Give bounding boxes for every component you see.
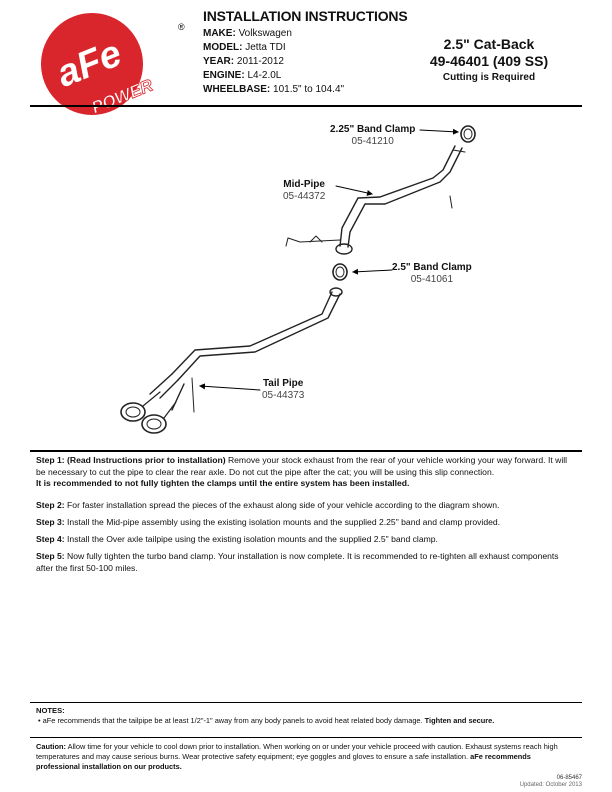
caution-divider: [30, 737, 582, 738]
spec-value: Volkswagen: [238, 28, 292, 39]
notes-heading: NOTES:: [36, 706, 65, 715]
step-label: Step 4:: [36, 534, 65, 544]
part-name: Tail Pipe: [262, 378, 304, 389]
spec-label: MAKE:: [203, 28, 236, 39]
step-label: Step 5:: [36, 551, 65, 561]
clamp-25-arrow: [352, 268, 393, 275]
mid-pipe-arrow: [335, 185, 373, 196]
spec-label: ENGINE:: [203, 70, 245, 81]
step-text: Install the Over axle tailpipe using the…: [64, 534, 438, 544]
spec-value: L4-2.0L: [247, 70, 282, 81]
step-warning: It is recommended to not fully tighten t…: [36, 478, 410, 488]
part-number: 05-41061: [410, 274, 454, 285]
step-1: Step 1: (Read Instructions prior to inst…: [36, 455, 576, 490]
afe-power-logo: aFe POWER ®: [39, 11, 185, 118]
header-divider: [30, 105, 582, 107]
document-number: 06-85467: [556, 775, 582, 781]
cutting-note: Cutting is Required: [442, 72, 536, 83]
step-2: Step 2: For faster installation spread t…: [36, 500, 576, 512]
clamp-225-icon: [460, 125, 476, 143]
step-5: Step 5: Now fully tighten the turbo band…: [36, 551, 576, 574]
label-clamp-25: 2.5" Band Clamp 05-41061: [392, 262, 472, 286]
part-name: 2.25" Band Clamp: [330, 124, 416, 135]
part-number: 49-46401 (409 SS): [429, 53, 549, 69]
tail-pipe-arrow: [199, 383, 261, 391]
exhaust-diagram: [120, 125, 476, 434]
step-text: Remove your stock exhaust from the rear …: [36, 455, 568, 477]
part-name: Mid-Pipe: [283, 179, 325, 190]
step-text: For faster installation spread the piece…: [64, 500, 500, 510]
label-mid-pipe: Mid-Pipe 05-44372: [283, 179, 325, 203]
part-number: 05-44372: [283, 191, 326, 202]
spec-value: 2011-2012: [236, 56, 284, 67]
step-label: Step 1:: [36, 455, 65, 465]
step-text: Now fully tighten the turbo band clamp. …: [36, 551, 559, 573]
updated-date: Updated: October 2013: [519, 782, 582, 788]
step-label: Step 3:: [36, 517, 65, 527]
registered-mark: ®: [178, 22, 185, 32]
step-lead: (Read Instructions prior to installation…: [67, 455, 226, 465]
caution-text: Allow time for your vehicle to cool down…: [36, 742, 558, 761]
bullet-icon: •: [38, 716, 41, 725]
spec-make: MAKE: Volkswagen: [203, 27, 292, 40]
product-name: 2.5" Cat-Back: [443, 36, 535, 52]
spec-value: Jetta TDI: [245, 42, 286, 53]
spec-label: MODEL:: [203, 42, 243, 53]
caution-emphasis: aFe recommends professional installation…: [36, 752, 531, 771]
spec-wheelbase: WHEELBASE: 101.5" to 104.4": [203, 83, 344, 96]
note-emphasis: Tighten and secure.: [422, 716, 495, 725]
note-item: • aFe recommends that the tailpipe be at…: [38, 716, 578, 725]
notes-divider: [30, 702, 582, 703]
diagram-divider: [30, 450, 582, 452]
step-4: Step 4: Install the Over axle tailpipe u…: [36, 534, 576, 546]
spec-year: YEAR: 2011-2012: [203, 55, 284, 68]
step-3: Step 3: Install the Mid-pipe assembly us…: [36, 517, 576, 529]
label-tail-pipe: Tail Pipe 05-44373: [262, 378, 304, 402]
spec-engine: ENGINE: L4-2.0L: [203, 69, 281, 82]
tail-pipe-icon: [120, 287, 343, 434]
note-text: aFe recommends that the tailpipe be at l…: [42, 716, 423, 725]
spec-value: 101.5" to 104.4": [273, 84, 345, 95]
part-name: 2.5" Band Clamp: [392, 262, 472, 273]
label-clamp-225: 2.25" Band Clamp 05-41210: [330, 124, 415, 148]
step-text: Install the Mid-pipe assembly using the …: [64, 517, 501, 527]
part-number: 05-44373: [262, 390, 305, 401]
spec-label: YEAR:: [203, 56, 235, 67]
page-title: INSTALLATION INSTRUCTIONS: [203, 8, 408, 24]
mid-pipe-icon: [285, 145, 466, 255]
caution-label: Caution:: [36, 742, 66, 751]
clamp-225-arrow: [419, 128, 459, 135]
part-number: 05-41210: [351, 136, 394, 147]
spec-model: MODEL: Jetta TDI: [203, 41, 286, 54]
spec-label: WHEELBASE:: [203, 84, 271, 95]
step-label: Step 2:: [36, 500, 65, 510]
clamp-25-icon: [332, 263, 348, 281]
caution-block: Caution: Allow time for your vehicle to …: [36, 742, 576, 772]
